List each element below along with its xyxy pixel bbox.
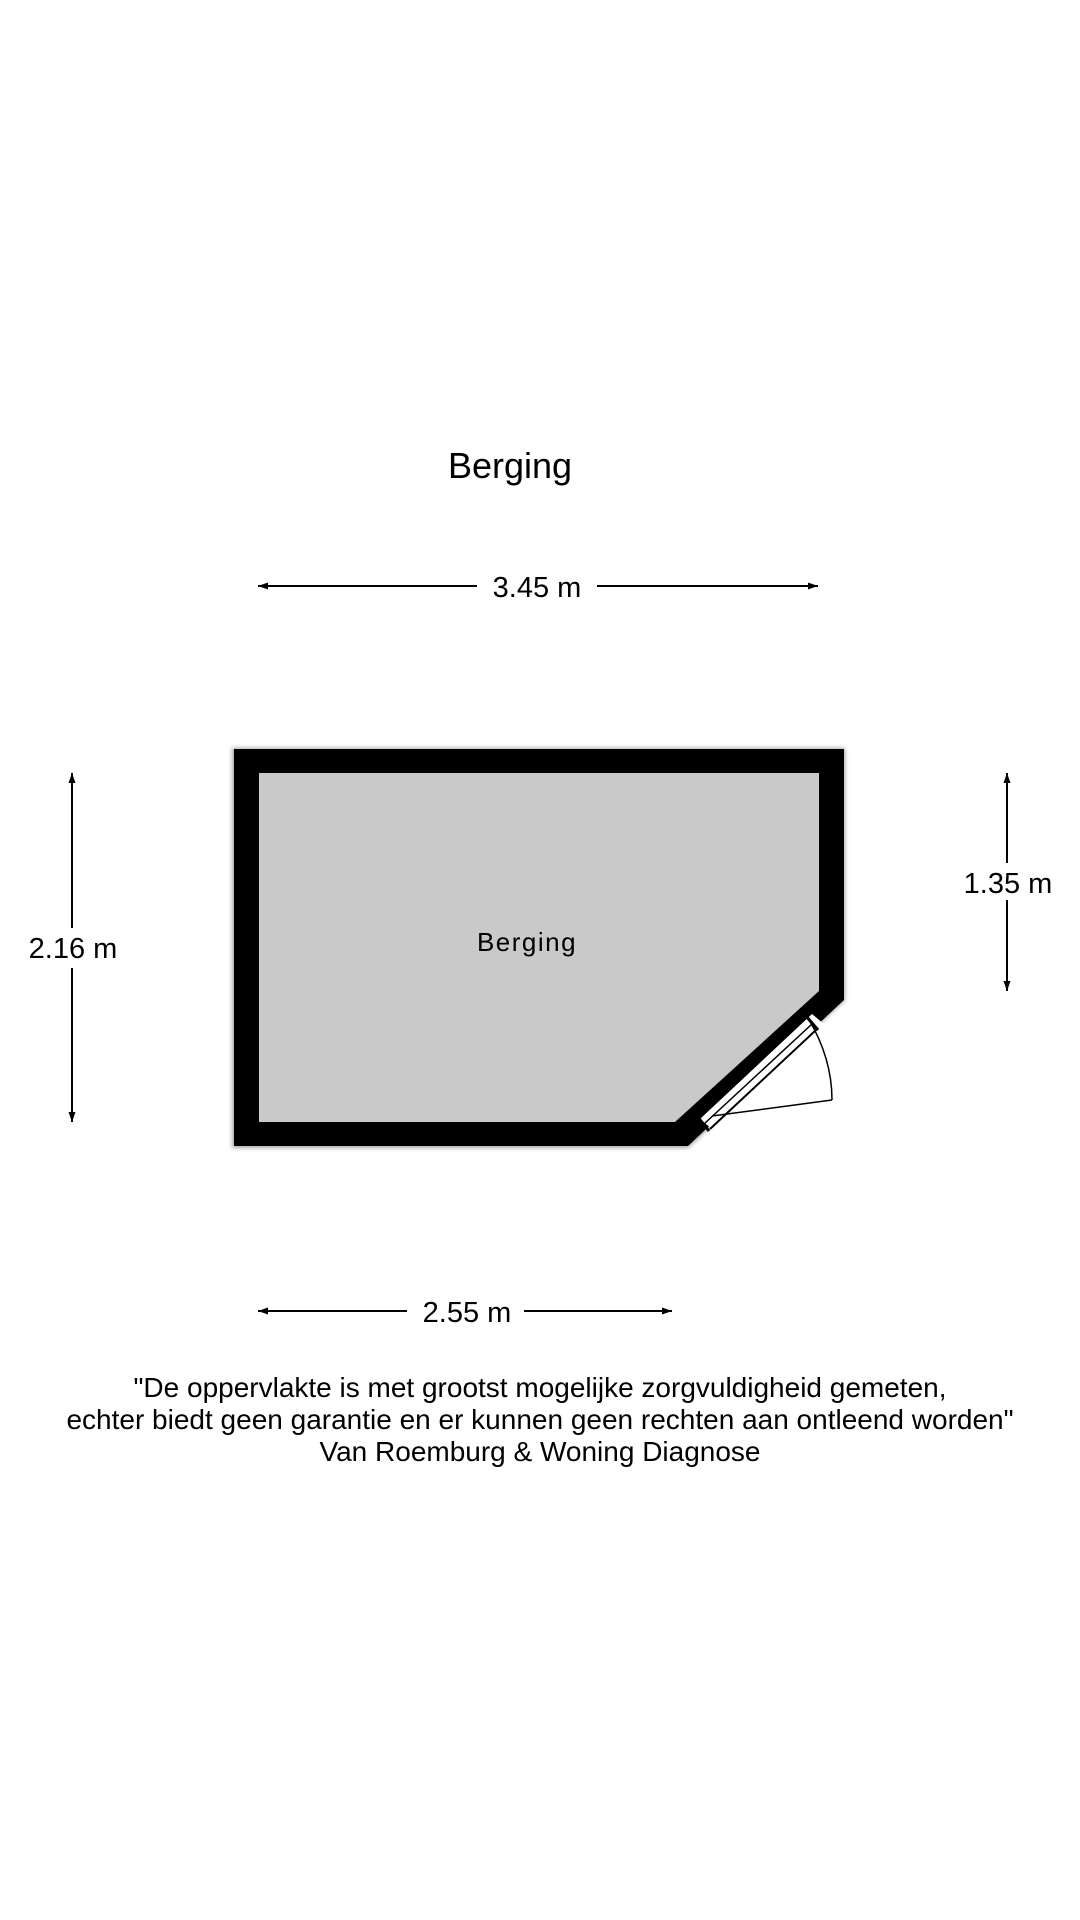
room-berging: Berging [232,748,845,1148]
door-frame-outer [709,1029,817,1130]
dimension-left-label: 2.16 m [29,933,118,965]
door-frame-inner [697,1017,807,1119]
dimension-bottom-label: 2.55 m [423,1297,512,1329]
room-floor [259,773,819,1122]
door-leaf [703,1023,813,1125]
door-swing-arc [807,1017,833,1101]
dimension-right: 1.35 m [964,773,1053,991]
door [695,1014,833,1134]
door-jamb-bottom [695,1115,711,1132]
disclaimer-line-3: Van Roemburg & Woning Diagnose [319,1436,761,1467]
disclaimer: "De oppervlakte is met grootst mogelijke… [0,1372,1080,1468]
dimension-bottom: 2.55 m [258,1297,672,1329]
plan-title: Berging [448,445,572,486]
door-swing-line [711,1099,833,1117]
door-opening [700,1014,830,1134]
dimension-left: 2.16 m [29,773,118,1122]
dimension-right-label: 1.35 m [964,868,1053,900]
room-label: Berging [477,927,577,957]
disclaimer-line-1: "De oppervlakte is met grootst mogelijke… [133,1372,947,1403]
dimension-top: 3.45 m [258,572,818,604]
disclaimer-line-2: echter biedt geen garantie en er kunnen … [66,1404,1014,1435]
dimension-top-label: 3.45 m [493,572,582,604]
